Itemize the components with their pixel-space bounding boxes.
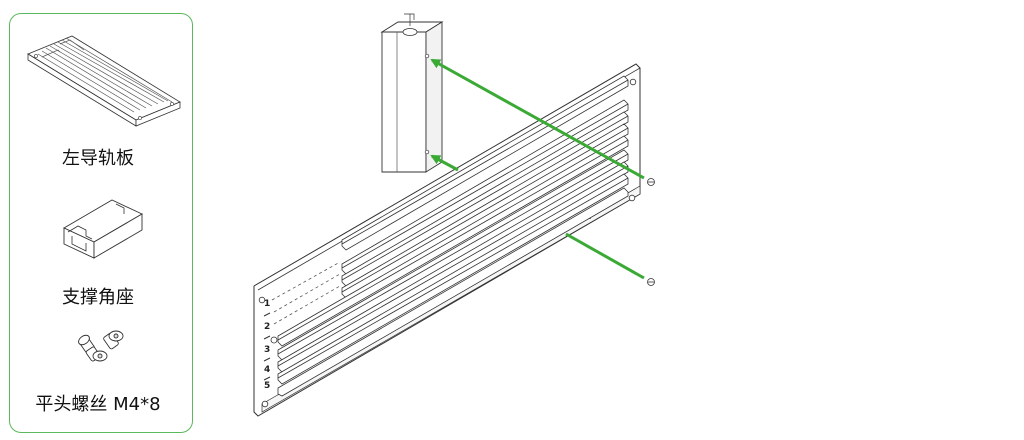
support-corner-post [380, 13, 444, 173]
slot-number-4: 4 [264, 365, 270, 375]
left-guide-rail-plate-icon [27, 35, 181, 127]
slot-number-3: 3 [264, 345, 270, 355]
plate-hole [270, 336, 278, 344]
slot-number-2: 2 [264, 322, 270, 332]
arrow-plate-to-post [430, 154, 459, 172]
screw-lower [647, 278, 655, 286]
guide-rails [277, 75, 629, 397]
arrow-upper-screw-to-post [430, 58, 645, 180]
support-corner-seat-icon [63, 199, 143, 259]
part-label-flat-head-screws: 平头螺丝 M4*8 [35, 394, 161, 415]
dashed-guide-lines [271, 261, 341, 325]
screw-upper [647, 178, 655, 186]
part-label-support-corner-seat: 支撑角座 [62, 287, 134, 308]
slot-tick-marks [263, 312, 271, 381]
slot-numbers: 1 2 3 4 5 [264, 299, 270, 391]
flat-head-screws-icon [78, 330, 124, 362]
parts-legend-panel: 左导轨板 支撑角座 平头螺丝 M4*8 [9, 13, 193, 433]
slot-number-5: 5 [264, 381, 270, 391]
part-label-left-guide-rail: 左导轨板 [62, 148, 134, 169]
arrow-lower-screw-path [565, 232, 645, 280]
slot-number-1: 1 [264, 299, 270, 309]
assembly-arrows [430, 58, 645, 280]
